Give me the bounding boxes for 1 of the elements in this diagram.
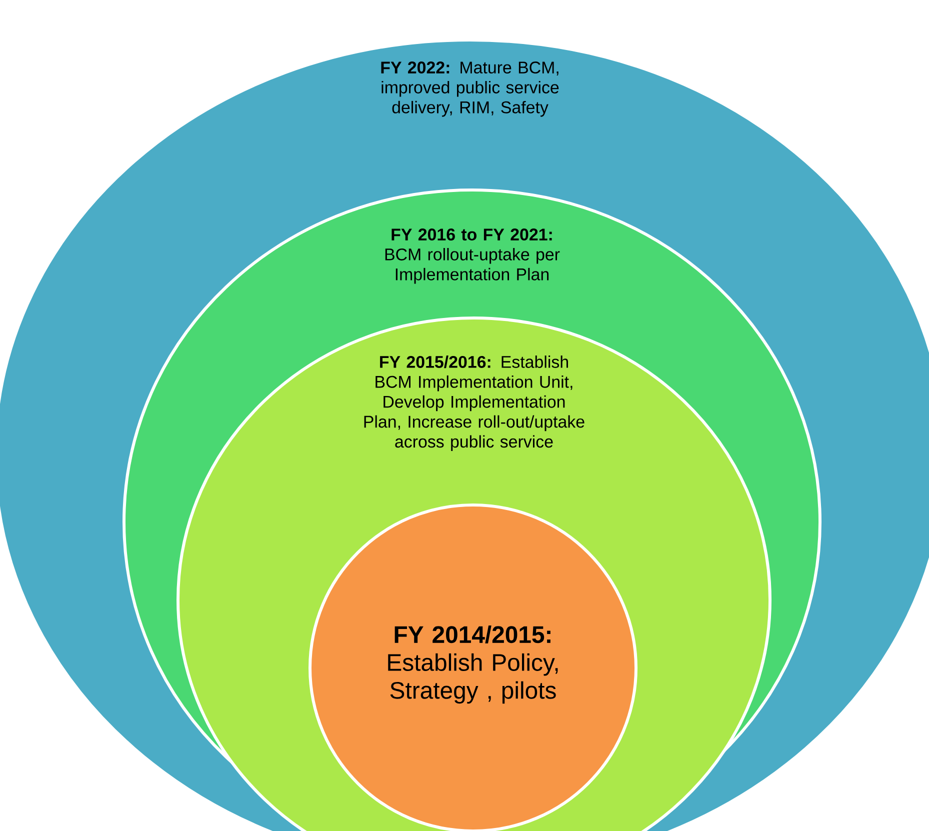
ellipse-band: FY 2014/2015: Establish Policy, Strategy , pilots: [308, 504, 638, 831]
